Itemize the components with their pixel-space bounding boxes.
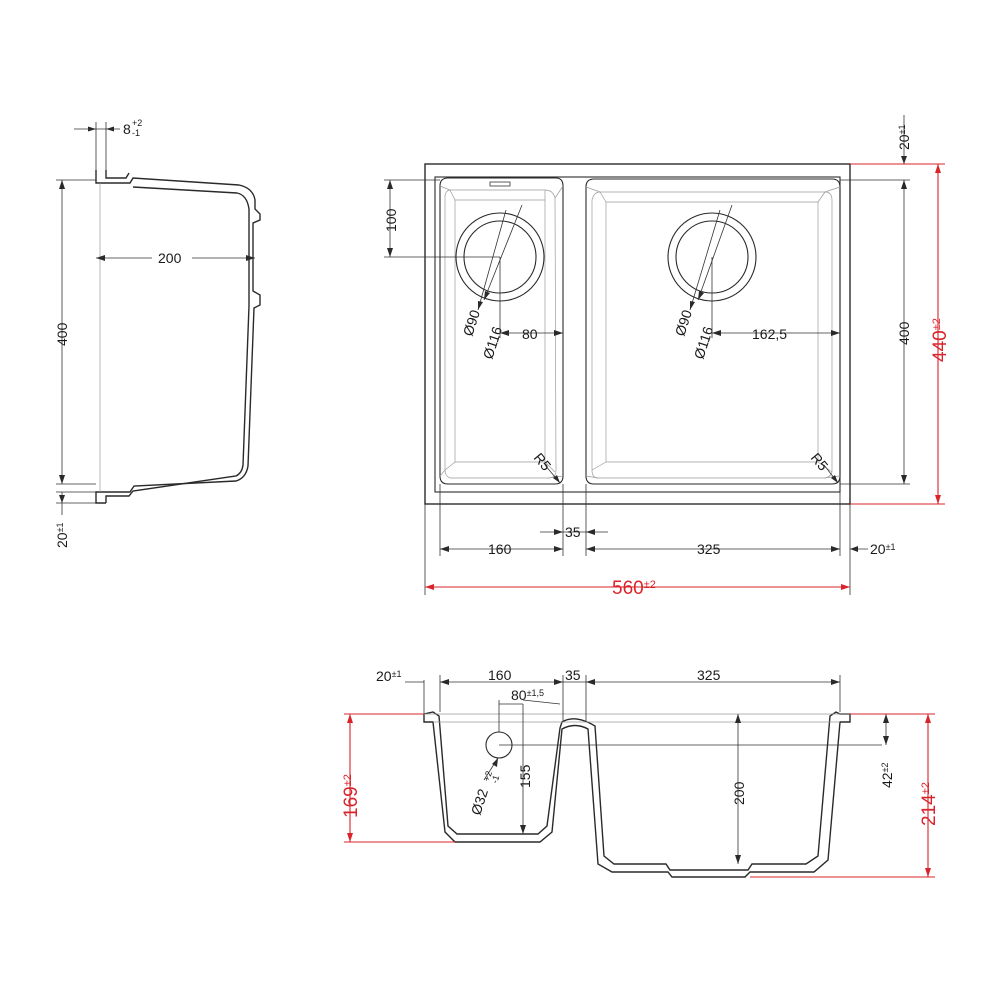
overflow-offset-label: 80±1,5 [511,687,544,703]
front-right-height-label: 214±2 [919,782,940,826]
side-lip-tol-low: -1 [132,128,140,138]
left-d116-label: Ø116 [480,324,506,361]
front-divider-label: 35 [565,667,581,683]
side-view: 8 +2 -1 200 400 20±1 [54,118,261,548]
side-lip-tol: +2 [132,118,142,128]
inner-length-label: 400 [896,321,912,345]
top-outer-flange [424,163,851,505]
flange-top-label: 20±1 [896,124,912,150]
front-left-height-label: 169±2 [341,774,362,818]
overflow-diameter-label: Ø32 [468,787,491,817]
front-section: Ø32 +2 -1 155 80±1,5 20±1 160 35 325 20 [341,667,940,878]
front-flange-height-label: 42±2 [879,762,895,788]
total-length-label: 440±2 [930,318,951,362]
drain-offset-label: 100 [383,208,399,232]
right-width-label: 325 [697,541,721,557]
flange-right-label: 20±1 [870,541,896,557]
front-right-width-label: 325 [697,667,721,683]
side-profile-outer [95,170,261,504]
right-offset-label: 162,5 [752,326,787,342]
side-lip-dimension: 8 [123,121,131,137]
side-flange-dimension: 20±1 [54,522,70,548]
left-d90-label: Ø90 [460,308,483,338]
side-profile-inner [105,170,250,503]
overflow-tol: +2 [481,770,494,783]
front-flange-left-label: 20±1 [376,668,402,684]
top-view: Ø90 Ø116 Ø90 Ø116 80 162,5 R5 R5 100 [383,115,951,599]
right-d90-label: Ø90 [672,308,695,338]
front-left-width-label: 160 [488,667,512,683]
side-length-dimension: 400 [54,322,70,346]
left-offset-label: 80 [522,326,538,342]
left-radius-label: R5 [531,450,555,474]
front-right-depth-label: 200 [731,781,747,805]
overflow-tol-low: -1 [489,774,501,785]
divider-label: 35 [565,524,581,540]
side-depth-dimension: 200 [158,250,182,266]
overflow-height-label: 155 [517,764,533,788]
left-width-label: 160 [488,541,512,557]
total-width-label: 560±2 [612,578,656,599]
